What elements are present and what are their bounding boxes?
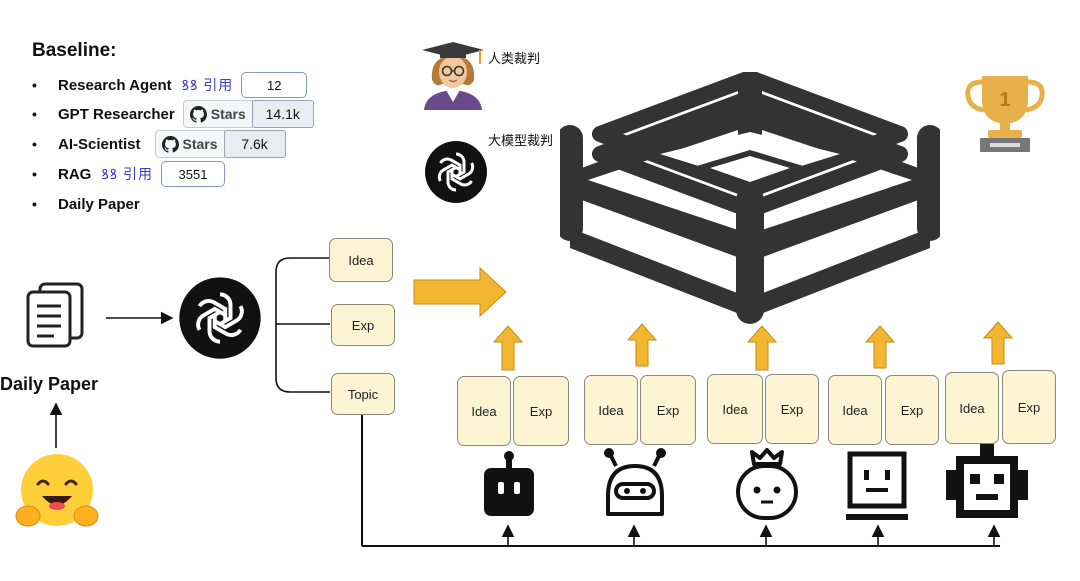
hugging-face-icon	[15, 454, 99, 527]
github-stars-badge: Stars	[154, 130, 225, 158]
citation-badge: ꝸꝸ 引用	[101, 166, 153, 182]
agent-2-idea: Idea	[584, 375, 638, 445]
llm-judge-label: 大模型裁判	[488, 133, 554, 148]
agent-3-exp: Exp	[765, 374, 819, 444]
stars-count: 7.6k	[223, 130, 286, 158]
boxing-ring-icon	[560, 72, 940, 324]
human-judge-label: 人类裁判	[488, 51, 541, 66]
robot-3-icon	[736, 448, 798, 520]
robot-5-icon	[946, 444, 1028, 518]
idea-node: Idea	[329, 238, 393, 282]
daily-paper-label: Daily Paper	[0, 374, 99, 394]
topic-node: Topic	[331, 373, 395, 415]
agent-3-idea: Idea	[707, 374, 763, 444]
github-icon	[189, 105, 207, 123]
baseline-title: Baseline:	[32, 40, 117, 61]
citation-badge: ꝸꝸ 引用	[181, 77, 234, 93]
exp-node: Exp	[331, 304, 395, 346]
github-icon	[161, 135, 179, 153]
robot-1-icon	[484, 451, 534, 516]
human-judge-icon	[422, 42, 484, 110]
agent-1-exp: Exp	[513, 376, 569, 446]
llm-judge-icon	[425, 141, 487, 203]
citation-count: 3551	[160, 161, 225, 187]
agent-4-exp: Exp	[885, 375, 939, 445]
document-icon	[26, 282, 84, 348]
citation-count: 12	[241, 72, 308, 98]
github-stars-badge: Stars	[182, 100, 253, 128]
baseline-item-label: RAG	[58, 165, 92, 183]
baseline-item-label: AI-Scientist	[58, 135, 141, 153]
baseline-item-label: GPT Researcher	[58, 105, 175, 123]
openai-gpt-icon	[179, 277, 261, 359]
baseline-item-label: Research Agent	[58, 76, 172, 94]
robot-4-icon	[846, 451, 908, 520]
baseline-item-gpt-researcher: • GPT Researcher Stars 14.1k	[32, 100, 314, 128]
agent-1-idea: Idea	[457, 376, 511, 446]
agent-2-exp: Exp	[640, 375, 696, 445]
baseline-item-label: Daily Paper	[58, 195, 140, 213]
robot-2-icon	[604, 448, 666, 516]
baseline-item-rag: • RAG ꝸꝸ 引用 3551	[32, 161, 225, 187]
stars-count: 14.1k	[251, 100, 314, 128]
baseline-item-research-agent: • Research Agent ꝸꝸ 引用 12	[32, 72, 308, 98]
agent-5-exp: Exp	[1002, 370, 1056, 444]
agent-4-idea: Idea	[828, 375, 882, 445]
trophy-icon: 1	[965, 76, 1045, 152]
svg-text:1: 1	[999, 89, 1010, 111]
quote-icon: ꝸꝸ	[101, 166, 119, 182]
quote-icon: ꝸꝸ	[181, 77, 199, 93]
agent-5-idea: Idea	[945, 372, 999, 444]
baseline-item-ai-scientist: • AI-Scientist Stars 7.6k	[32, 130, 286, 158]
baseline-item-daily-paper: • Daily Paper	[32, 195, 140, 213]
